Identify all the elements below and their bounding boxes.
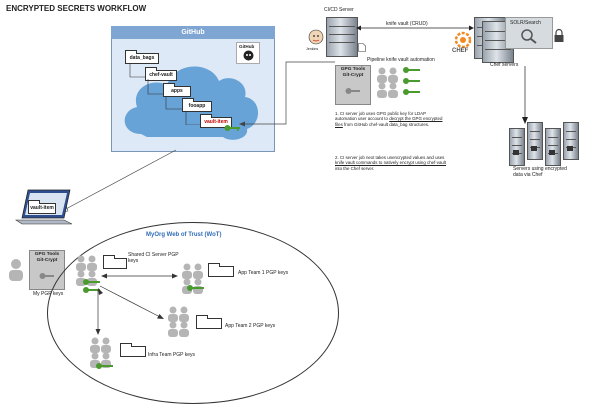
- app-team-2-folder[interactable]: [196, 315, 222, 329]
- jenkins-label: Jenkins: [306, 47, 319, 51]
- search-icon: [521, 29, 537, 44]
- folder-vault-item[interactable]: vault-item: [200, 114, 232, 128]
- jenkins-icon: [308, 29, 324, 45]
- knife-vault-arrow: [356, 25, 474, 31]
- note-1-text: 1. CI server job uses GPG public key for…: [335, 111, 426, 122]
- note-1-underlined: decrypt the GPG encrypted files: [335, 116, 443, 127]
- folder-label: chef-vault: [149, 72, 173, 78]
- octocat-icon: [243, 50, 254, 61]
- app-team-1-keys-label: App Team 1 PGP keys: [238, 270, 289, 276]
- gpg-tools-text: GPG Tools Git-Crypt: [340, 67, 366, 78]
- gpg-key-icon: [345, 88, 360, 94]
- my-user-icon: [9, 259, 23, 281]
- shared-ci-users-icon: [76, 255, 97, 286]
- ci-note-2: 2. CI server job next takes unencrypted …: [335, 155, 447, 171]
- github-logo-text: GitHub: [239, 44, 255, 49]
- laptop-vault-item-folder[interactable]: vault-item: [28, 200, 56, 214]
- folder-fooapp[interactable]: fooapp: [182, 98, 212, 112]
- chef-servers-label: Chef servers: [490, 62, 519, 68]
- nodes-label: Servers using encrypted data via Chef: [513, 166, 567, 178]
- gpg-tools-label: GPG Tools Git-Crypt: [336, 66, 370, 78]
- node-server-icon: [545, 128, 561, 166]
- app-team-1-users-icon: [182, 263, 203, 294]
- infra-team-key-icon: [96, 363, 113, 369]
- node-lock-icons: [513, 146, 573, 155]
- shared-ci-keys-icon: [83, 279, 100, 293]
- my-pgp-keys-label: My PGP keys: [33, 291, 64, 297]
- chef-to-nodes-arrow: [522, 66, 528, 124]
- app-team-2-keys-label: App Team 2 PGP keys: [225, 323, 276, 329]
- github-header: GitHub: [111, 26, 275, 39]
- github-logo: GitHub: [236, 42, 260, 64]
- laptop-gpg-box: GPG Tools Git-Crypt: [29, 250, 65, 290]
- folder-label: vault-item: [30, 205, 54, 211]
- gpg-key-icon: [39, 273, 54, 279]
- note-2-underlined: knife vault commands to natively encrypt…: [335, 160, 447, 166]
- folder-chef-vault[interactable]: chef-vault: [145, 67, 177, 81]
- ci-note-1: 1. CI server job uses GPG public key for…: [335, 111, 443, 127]
- shared-ci-folder[interactable]: [103, 255, 127, 269]
- folder-label: vault-item: [204, 119, 228, 125]
- gpg-tools-text: GPG Tools Git-Crypt: [34, 252, 60, 263]
- note-2-text: 2. CI server job next takes unencrypted …: [335, 155, 445, 160]
- app-team-1-key-icon: [187, 285, 204, 291]
- pipeline-label: Pipeline knife vault automation: [367, 57, 435, 63]
- ci-users-icon: [377, 67, 398, 98]
- knife-vault-label: knife vault (CRUD): [386, 21, 428, 27]
- document-icon: [358, 43, 366, 52]
- solr-label: SOLR/Search: [510, 20, 541, 26]
- ci-server-label: CI/CD Server: [324, 7, 354, 13]
- chef-logo-icon: [454, 31, 472, 49]
- vault-item-key-icon: [224, 125, 240, 131]
- ci-server-icon: [326, 17, 358, 57]
- infra-team-folder[interactable]: [120, 343, 146, 357]
- note-2-tail: into the Chef server.: [335, 165, 375, 171]
- chef-logo-text: CHEF: [452, 48, 469, 54]
- infra-team-users-icon: [90, 337, 111, 368]
- gpg-tools-label: GPG Tools Git-Crypt: [30, 251, 64, 263]
- solr-box: SOLR/Search: [505, 17, 553, 49]
- folder-label: fooapp: [188, 103, 206, 109]
- ci-gpg-box: GPG Tools Git-Crypt: [335, 65, 371, 105]
- folder-data-bags[interactable]: data_bags: [125, 50, 159, 64]
- page-title: ENCRYPTED SECRETS WORKFLOW: [6, 4, 147, 13]
- wot-title: MyOrg Web of Trust (WoT): [146, 232, 222, 238]
- lock-icon: [554, 28, 564, 42]
- note-1-tail: from GitHub chef-vault data_bag structur…: [344, 121, 430, 127]
- folder-label: apps: [171, 88, 183, 94]
- wot-ellipse: [47, 222, 339, 404]
- folder-label: data_bags: [129, 55, 155, 61]
- app-team-2-users-icon: [168, 306, 189, 337]
- folder-apps[interactable]: apps: [163, 83, 191, 97]
- shared-ci-keys-label: Shared CI Server PGP keys: [128, 252, 179, 264]
- infra-team-keys-label: Infra Team PGP keys: [148, 352, 196, 358]
- ci-keys-icon: [403, 67, 420, 95]
- app-team-1-folder[interactable]: [208, 263, 234, 277]
- folder-tree-lines: [129, 63, 200, 125]
